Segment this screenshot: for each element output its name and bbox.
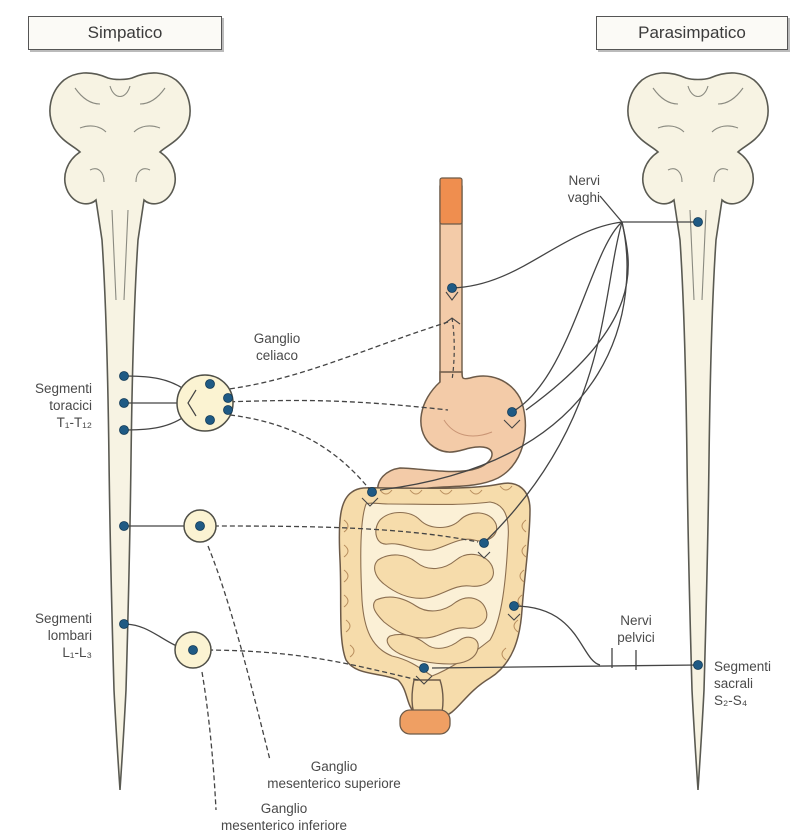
superior-mesenteric-ganglion-label-line-2: mesenterico superiore [254,775,414,792]
inferior-mesenteric-ganglion-label: Ganglio mesenterico inferiore [204,800,364,834]
parasympathetic-header: Parasimpatico [596,16,788,50]
sacral-segments-label-line-3: S₂-S₄ [714,692,792,709]
celiac-ganglion [177,375,233,431]
celiac-ganglion-label-line-2: celiaco [232,347,322,364]
inferior-mesenteric-ganglion-label-line-1: Ganglio [204,800,364,817]
thoracic-segments-label-line-2: toracici [6,397,92,414]
sacral-segments-label-line-2: sacrali [714,675,792,692]
anal-canal [400,710,450,734]
pelvic-nerves-label: Nervi pelvici [604,612,668,646]
sympathetic-header: Simpatico [28,16,222,50]
lumbar-segments-label-line-1: Segmenti [6,610,92,627]
lumbar-segments-label-line-3: L₁-L₃ [6,644,92,661]
thoracic-segments-label-line-1: Segmenti [6,380,92,397]
sacral-segments-label: Segmenti sacrali S₂-S₄ [714,658,792,709]
pelvic-nerves-label-line-1: Nervi [604,612,668,629]
celiac-ganglion-label-line-1: Ganglio [232,330,322,347]
superior-mesenteric-ganglion-label: Ganglio mesenterico superiore [254,758,414,792]
thoracic-segments-label-line-3: T₁-T₁₂ [6,414,92,431]
thoracic-segments-label: Segmenti toracici T₁-T₁₂ [6,380,92,431]
lumbar-segments-label: Segmenti lombari L₁-L₃ [6,610,92,661]
esophagus-cut-end [440,178,462,224]
digestive-tract [339,178,530,734]
vagus-nerves-label-line-2: vaghi [540,189,600,206]
vagus-nerves-label: Nervi vaghi [540,172,600,206]
vagus-nerves-label-line-1: Nervi [540,172,600,189]
lumbar-segments-label-line-2: lombari [6,627,92,644]
superior-mesenteric-ganglion-label-line-1: Ganglio [254,758,414,775]
inferior-mesenteric-ganglion-label-line-2: mesenterico inferiore [204,817,364,834]
celiac-ganglion-label: Ganglio celiaco [232,330,322,364]
pelvic-nerves-label-line-2: pelvici [604,629,668,646]
sacral-segments-label-line-1: Segmenti [714,658,792,675]
stomach [378,372,526,498]
